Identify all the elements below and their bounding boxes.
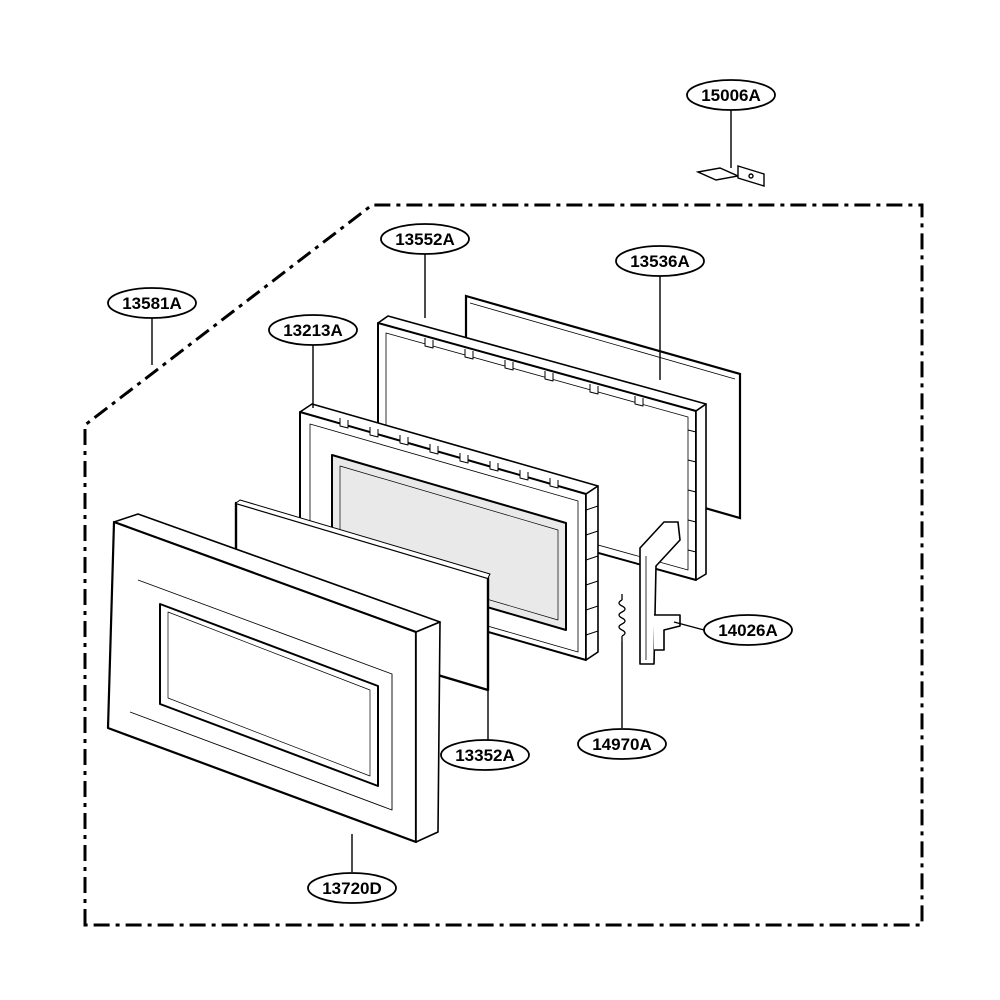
bracket-part [695, 165, 765, 187]
callout-label: 13581A [122, 294, 182, 313]
callout-label: 13213A [283, 321, 343, 340]
callout-13352A: 13352A [440, 739, 530, 771]
leader-lines [151, 110, 732, 872]
choke-cover-part [377, 315, 707, 581]
callout-label: 15006A [701, 86, 761, 105]
spring-part [618, 594, 626, 642]
callout-label: 13720D [322, 879, 382, 898]
callout-13213A: 13213A [268, 314, 358, 346]
assembly-boundary [83, 203, 924, 927]
callout-label: 13552A [395, 230, 455, 249]
door-panel-part [106, 513, 441, 844]
callout-13720D: 13720D [307, 872, 397, 904]
callout-label: 13352A [455, 746, 515, 765]
callout-13581A: 13581A [107, 287, 197, 319]
callout-14026A: 14026A [703, 614, 793, 646]
callout-label: 13536A [630, 252, 690, 271]
callout-13536A: 13536A [615, 245, 705, 277]
callout-13552A: 13552A [380, 223, 470, 255]
callout-label: 14026A [718, 621, 778, 640]
latch-part [639, 521, 681, 665]
callout-15006A: 15006A [686, 79, 776, 111]
callout-label: 14970A [592, 735, 652, 754]
callout-14970A: 14970A [577, 728, 667, 760]
